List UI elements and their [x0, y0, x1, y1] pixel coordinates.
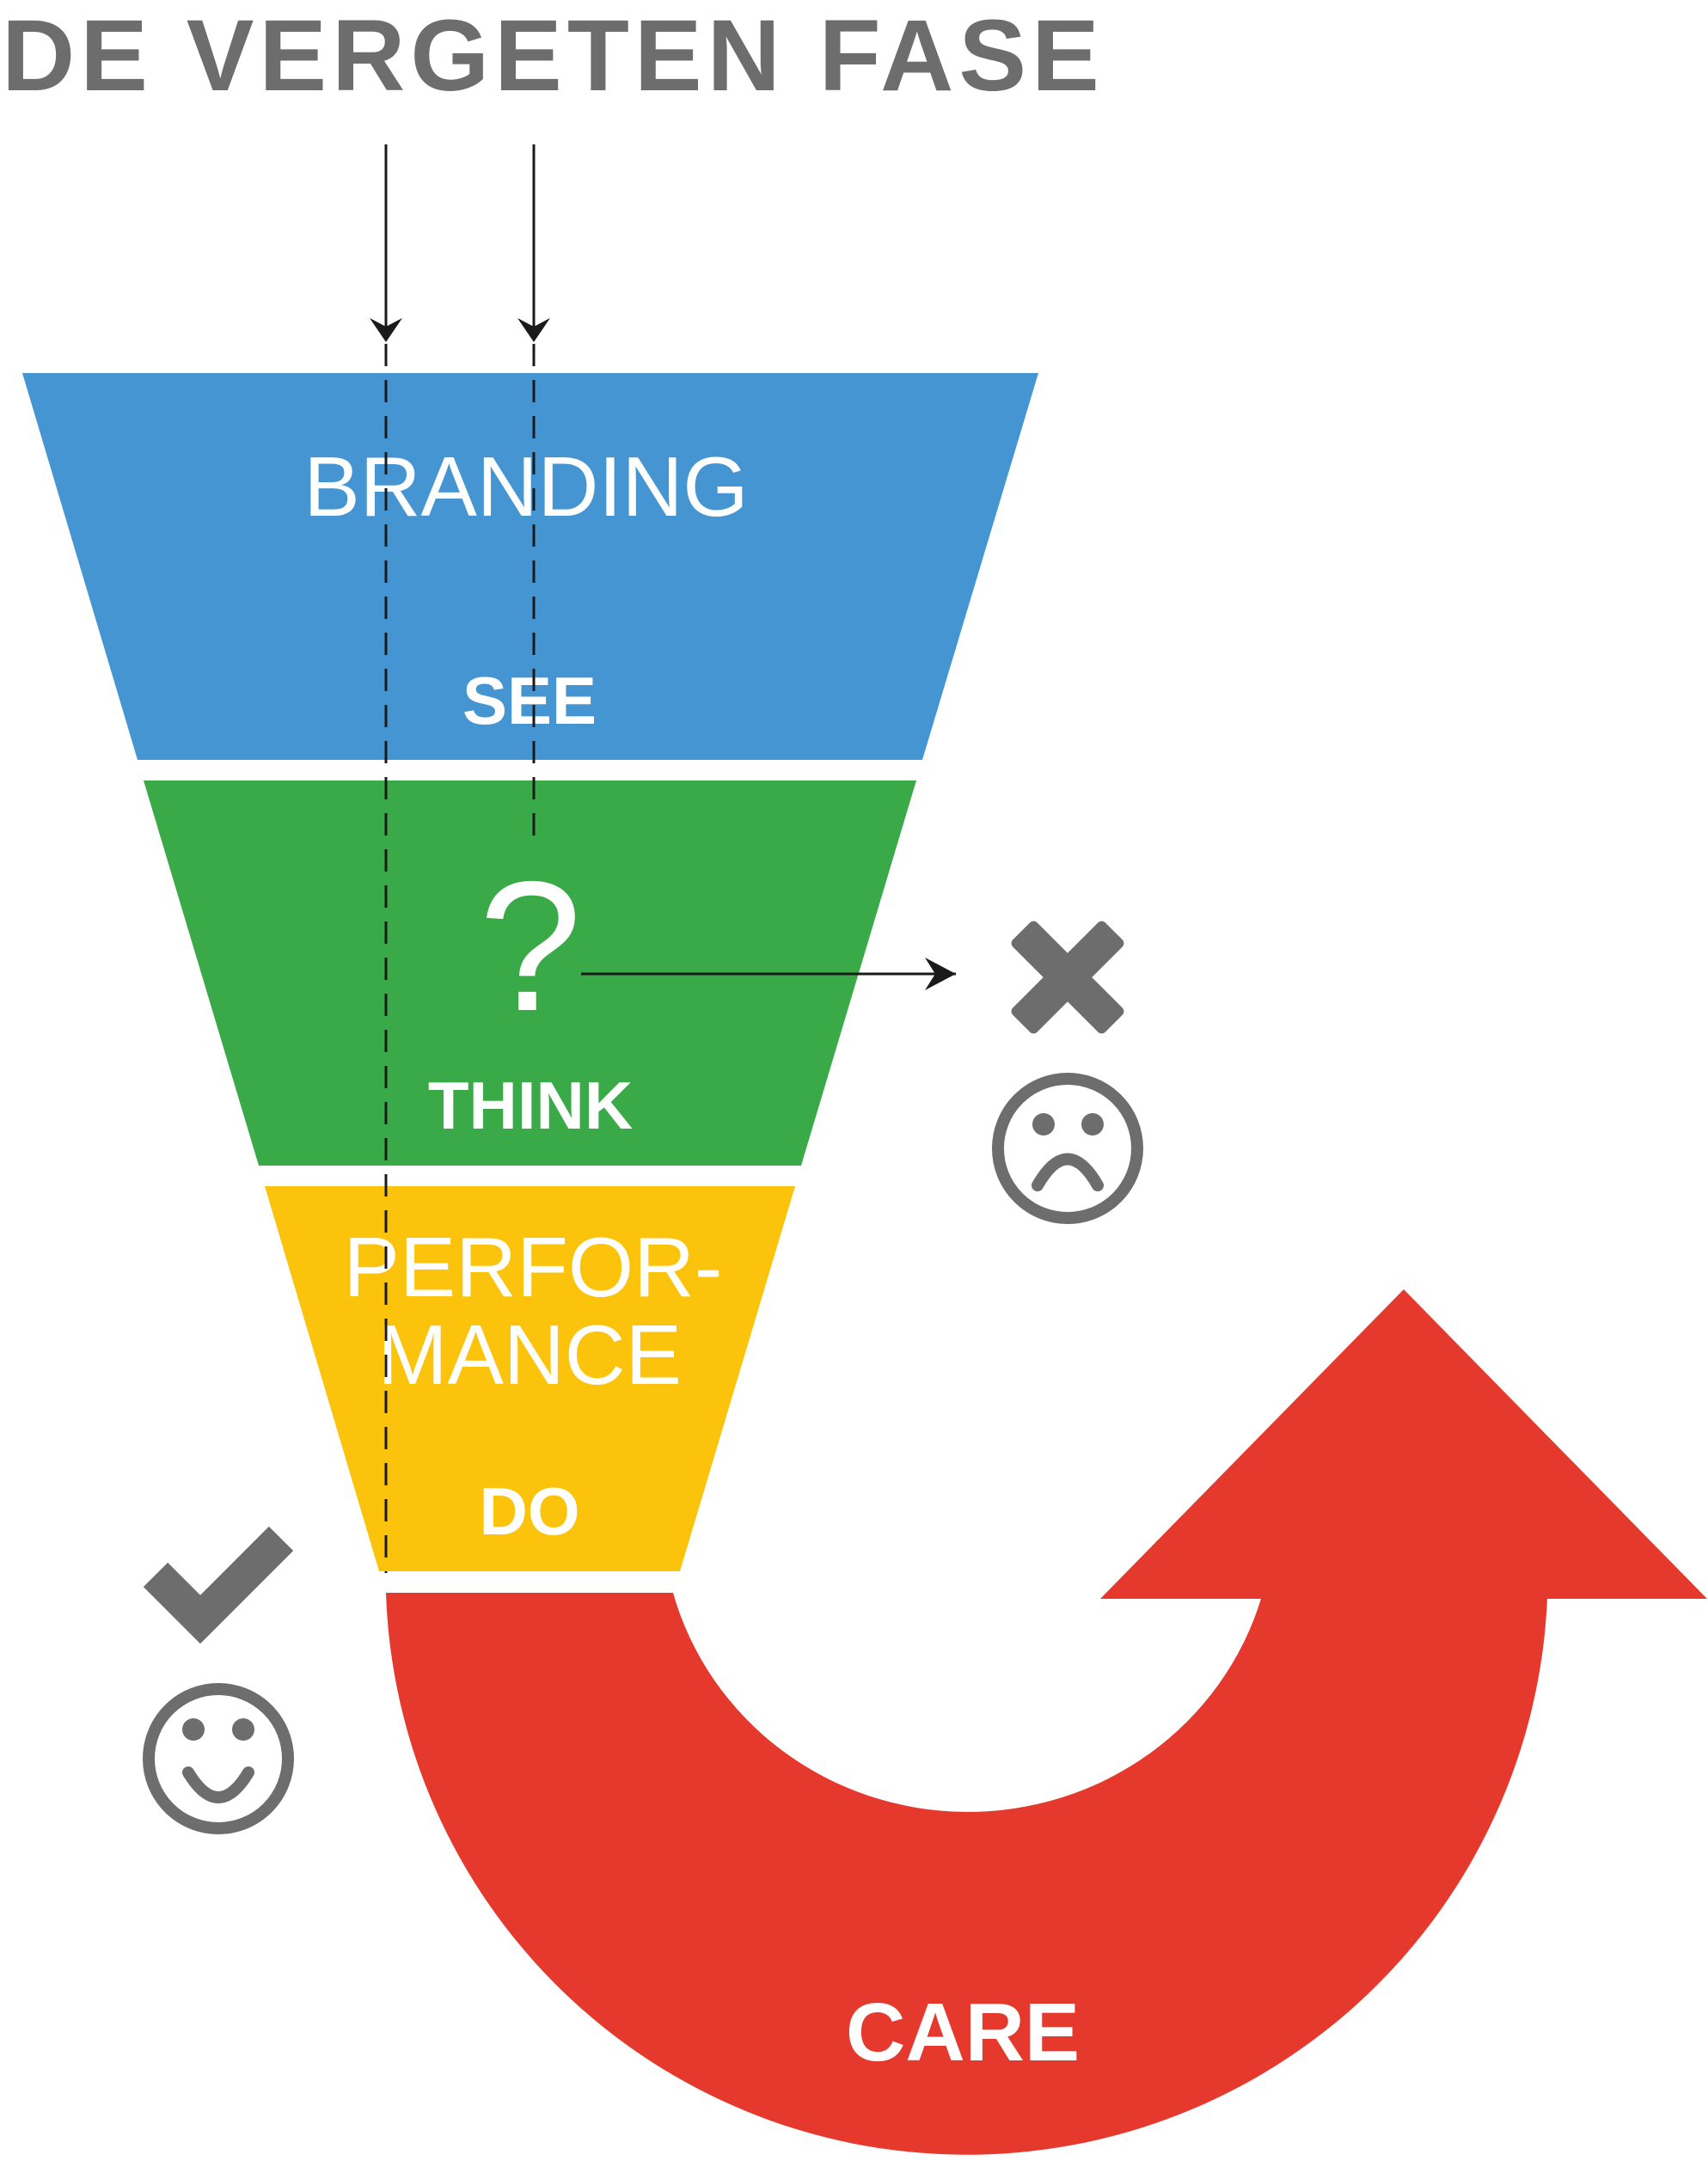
cross-icon — [1011, 921, 1124, 1034]
performance-label-line1: PERFOR- — [344, 1220, 723, 1314]
funnel-see-section — [22, 373, 1038, 760]
performance-label-line2: MANCE — [377, 1307, 682, 1402]
smiley-face-icon — [143, 1683, 294, 1834]
incoming-arrows — [384, 144, 536, 340]
see-label: SEE — [462, 663, 597, 738]
dashed-guides — [384, 344, 536, 1573]
funnel-think-section — [144, 780, 916, 1166]
question-mark: ? — [479, 842, 582, 1050]
funnel-do-section — [265, 1186, 795, 1571]
arrow-head-right — [517, 318, 550, 342]
care-arrow — [386, 1289, 1707, 2155]
think-label: THINK — [428, 1068, 633, 1143]
reject-arrow-head — [925, 958, 956, 990]
branding-label: BRANDING — [303, 439, 748, 534]
page-title: DE VERGETEN FASE — [2, 0, 1105, 113]
sad-face-icon — [992, 1073, 1143, 1224]
care-label: CARE — [846, 1986, 1080, 2078]
do-label: DO — [480, 1473, 580, 1549]
arrow-head-left — [370, 318, 402, 342]
check-icon — [143, 1526, 294, 1644]
